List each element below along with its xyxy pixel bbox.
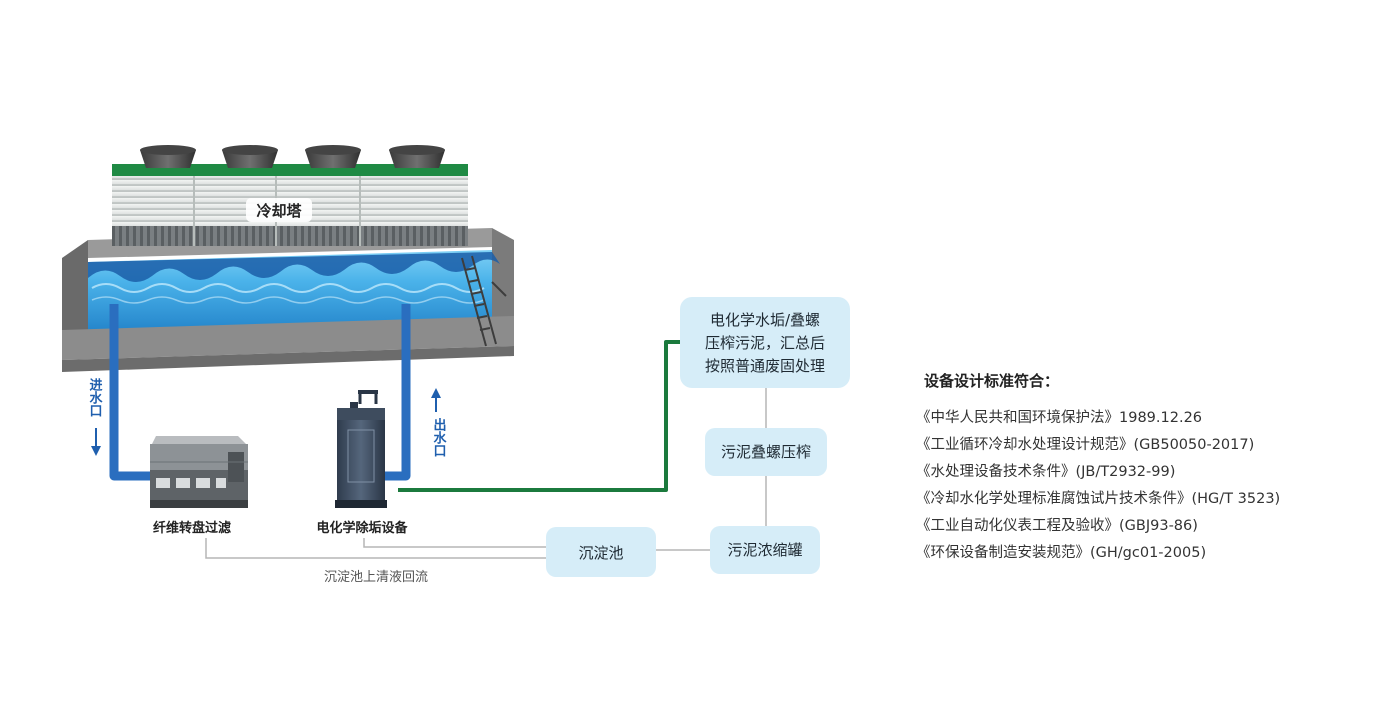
inlet-label: 进水口 bbox=[87, 378, 103, 417]
cooling-tower-label-bg bbox=[246, 198, 312, 222]
connectors bbox=[205, 388, 767, 559]
fiber-disc-filter bbox=[150, 436, 248, 508]
return-flow-label: 沉淀池上清液回流 bbox=[324, 570, 428, 585]
standard-item: 《冷却水化学处理标准腐蚀试片技术条件》(HG/T 3523) bbox=[916, 491, 1281, 507]
standard-item: 《工业循环冷却水处理设计规范》(GB50050-2017) bbox=[916, 437, 1255, 453]
cooling-tower: 冷却塔 bbox=[112, 145, 468, 246]
standard-item: 《工业自动化仪表工程及验收》(GBJ93-86) bbox=[916, 518, 1198, 534]
svg-text:电化学水垢/叠螺: 电化学水垢/叠螺 bbox=[710, 311, 820, 329]
sludge-press-box: 污泥叠螺压榨 bbox=[705, 428, 827, 476]
treatment-diagram: 冷却塔 进水口 出水口 纤维转盘过滤 bbox=[62, 145, 850, 585]
outlet-pipe bbox=[382, 304, 411, 481]
sludge-pipe bbox=[398, 340, 680, 492]
outlet-label: 出水口 bbox=[431, 417, 447, 457]
svg-text:压榨污泥，汇总后: 压榨污泥，汇总后 bbox=[705, 334, 825, 352]
fan-icon bbox=[140, 145, 196, 168]
standards-heading: 设备设计标准符合： bbox=[924, 372, 1060, 390]
standard-item: 《水处理设备技术条件》(JB/T2932-99) bbox=[916, 464, 1176, 480]
svg-text:按照普通废固处理: 按照普通废固处理 bbox=[705, 357, 825, 375]
svg-text:污泥叠螺压榨: 污泥叠螺压榨 bbox=[721, 443, 811, 461]
sludge-concentrator-box: 污泥浓缩罐 bbox=[710, 526, 820, 574]
inlet-pipe bbox=[109, 304, 150, 481]
fan-icon bbox=[305, 145, 361, 168]
svg-text:污泥浓缩罐: 污泥浓缩罐 bbox=[727, 541, 802, 559]
standards-list: 《中华人民共和国环境保护法》1989.12.26 《工业循环冷却水处理设计规范》… bbox=[916, 405, 1386, 567]
fan-icon bbox=[389, 145, 445, 168]
filter-label: 纤维转盘过滤 bbox=[153, 520, 231, 536]
standards-panel: 设备设计标准符合： 《中华人民共和国环境保护法》1989.12.26 《工业循环… bbox=[916, 370, 1386, 567]
ladder-icon bbox=[461, 255, 507, 347]
descaler-label: 电化学除垢设备 bbox=[316, 520, 408, 536]
waste-disposal-box: 电化学水垢/叠螺 压榨污泥，汇总后 按照普通废固处理 bbox=[680, 297, 850, 388]
standard-item: 《中华人民共和国环境保护法》1989.12.26 bbox=[916, 410, 1203, 426]
fan-icon bbox=[222, 145, 278, 168]
svg-text:沉淀池: 沉淀池 bbox=[578, 544, 623, 562]
cooling-tower-label: 冷却塔 bbox=[256, 202, 302, 220]
up-arrow-icon bbox=[431, 388, 441, 412]
standard-item: 《环保设备制造安装规范》(GH/gc01-2005) bbox=[916, 545, 1207, 561]
sediment-tank-box: 沉淀池 bbox=[546, 527, 656, 577]
electrochemical-descaler bbox=[335, 390, 387, 508]
cooling-basin bbox=[62, 228, 514, 372]
down-arrow-icon bbox=[91, 428, 101, 456]
